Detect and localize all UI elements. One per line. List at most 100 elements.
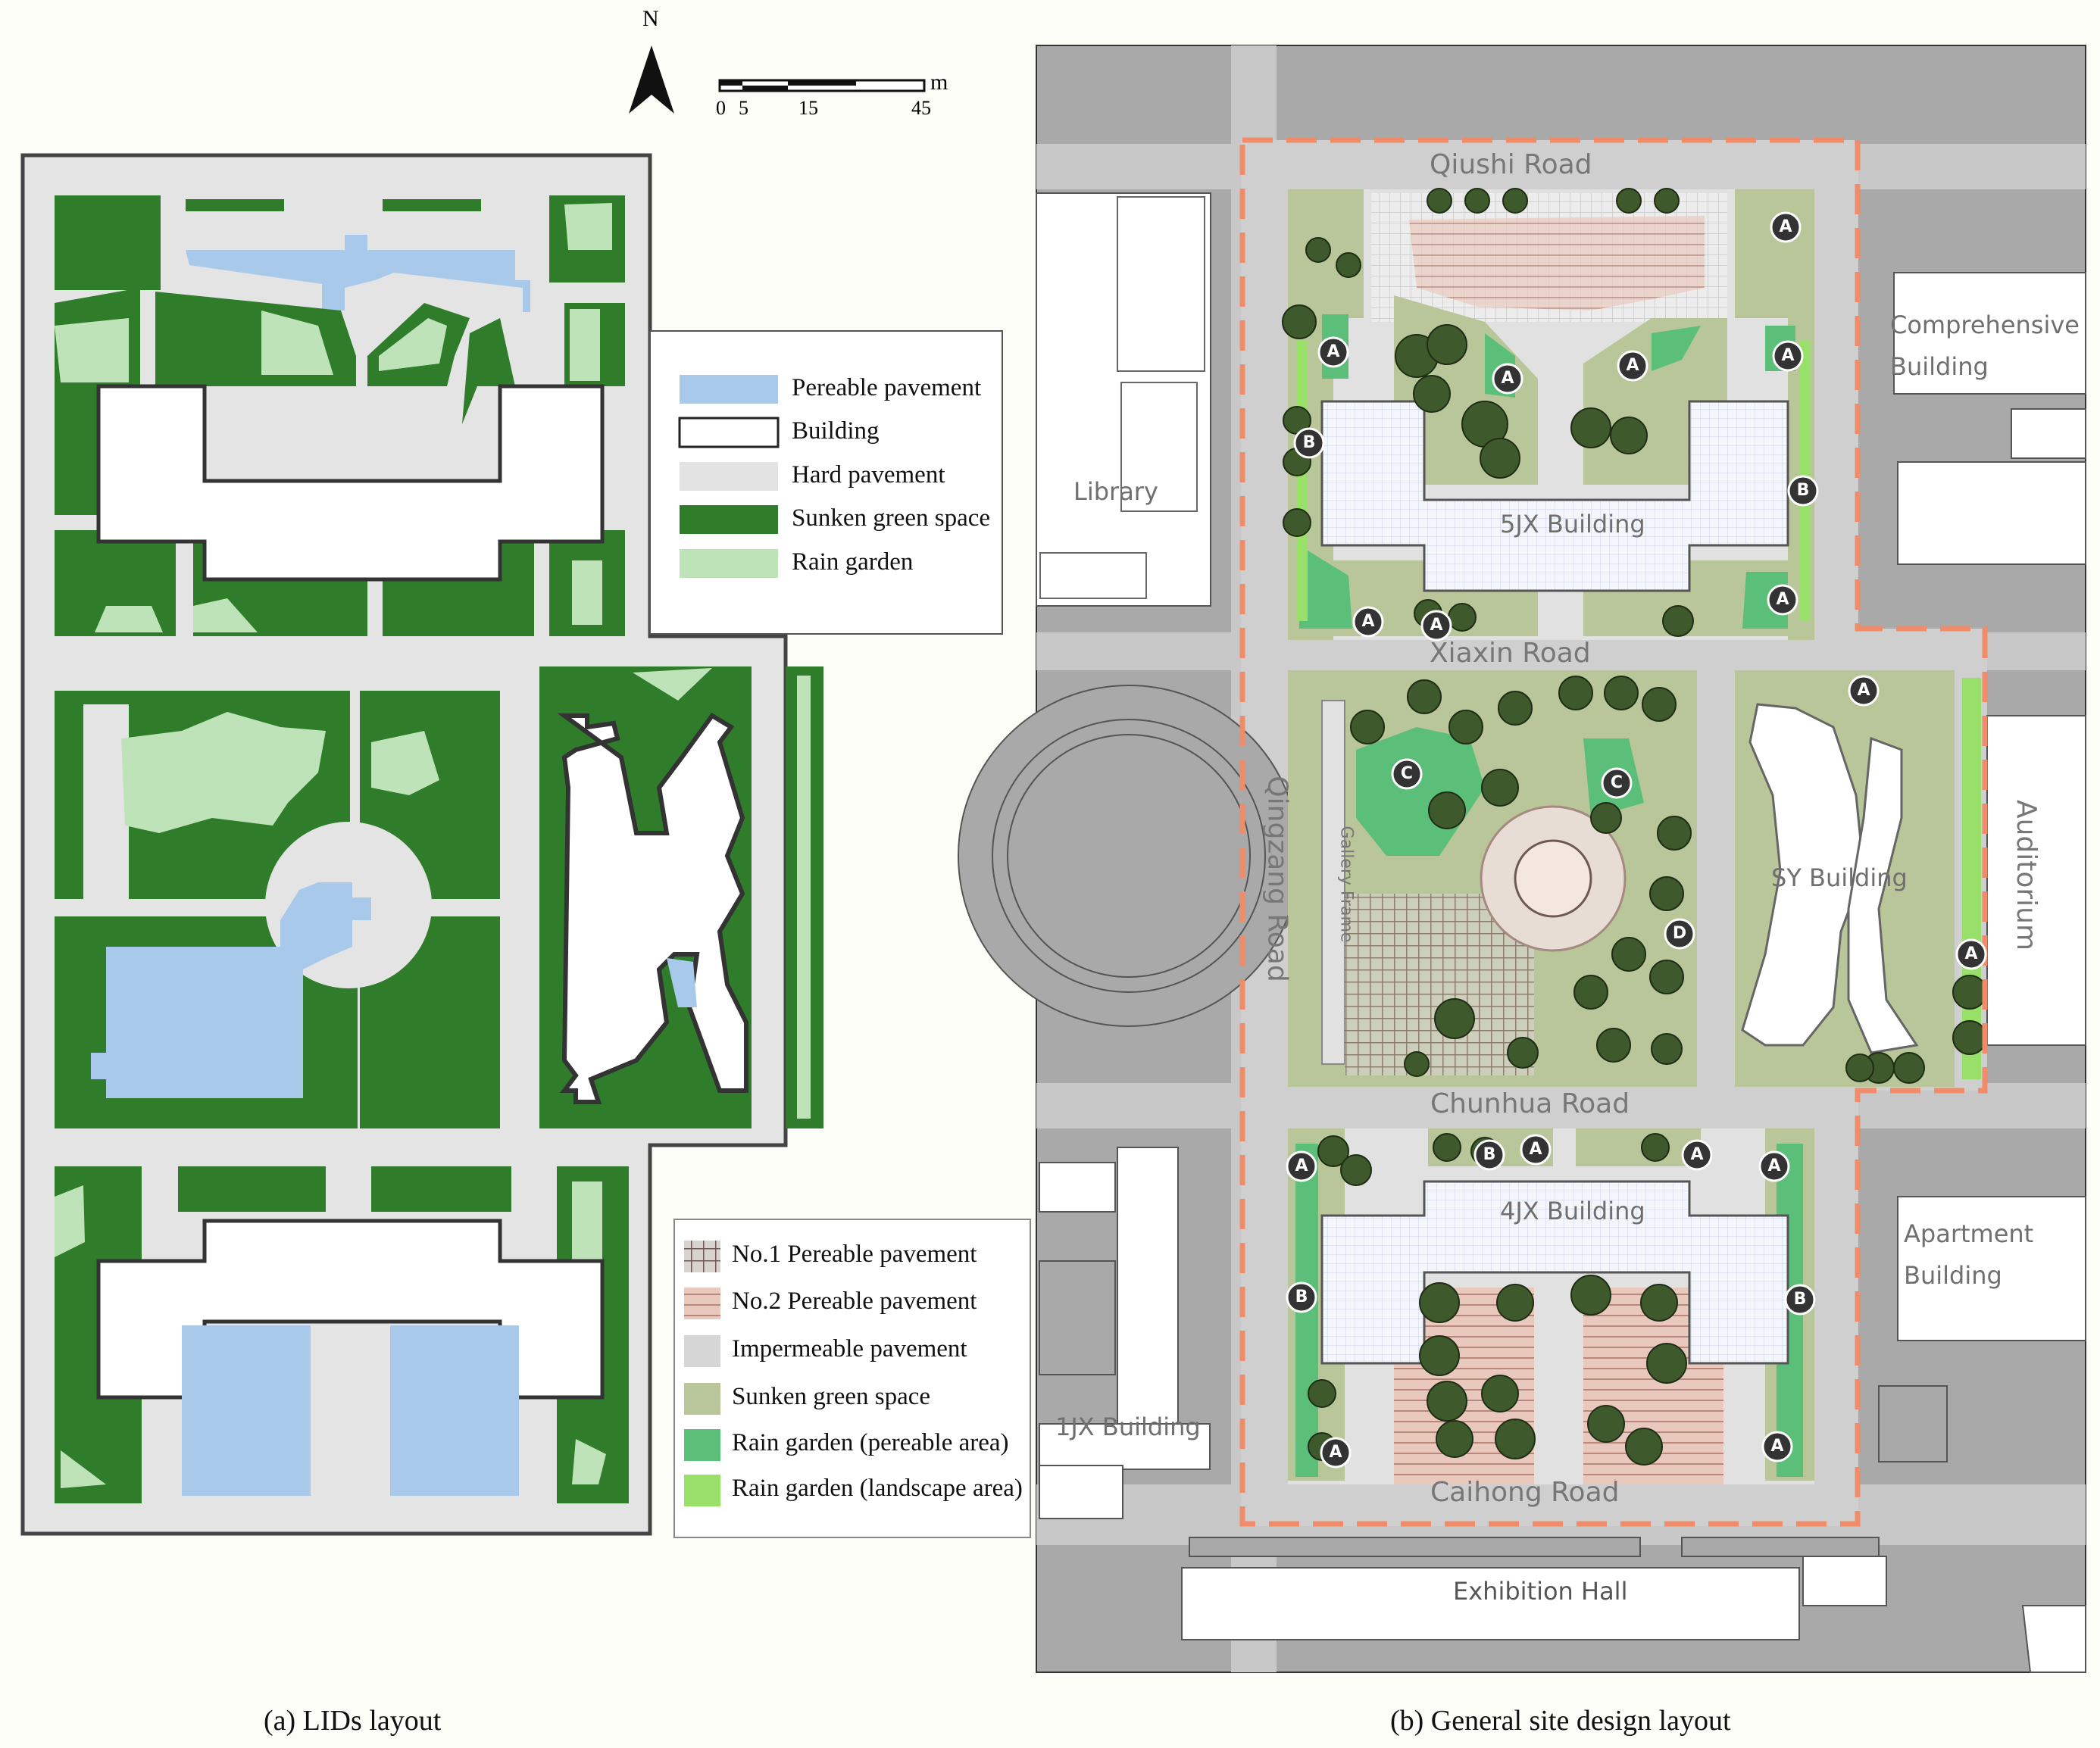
building-4jx-label: 4JX Building [1500, 1197, 1645, 1225]
stadium [958, 685, 1300, 1027]
legend-a-swatch-permeable [680, 375, 778, 404]
green-top-strip-2 [383, 199, 481, 211]
scale-bar [718, 79, 926, 92]
rain-garden-mid-center [371, 731, 439, 795]
marker-a-6-label: A [1361, 612, 1375, 631]
marker-b-2 [1787, 475, 1819, 507]
marker-d-1-label: D [1672, 924, 1687, 943]
marker-a-3-label: A [1501, 369, 1514, 388]
comprehensive-label-1: Comprehensive [1890, 311, 2080, 339]
marker-a-1-label: A [1779, 217, 1792, 236]
marker-b-2-label: B [1796, 481, 1810, 500]
marker-a-8-label: A [1776, 590, 1789, 609]
exhibition-annex [1802, 1556, 1887, 1606]
marker-a-5 [1772, 340, 1804, 372]
green-nw-strip [55, 195, 161, 290]
rain-garden-center-left [261, 311, 333, 375]
marker-a-14-label: A [1767, 1156, 1781, 1175]
marker-b-5-label: B [1793, 1290, 1807, 1309]
scale-unit: m [930, 70, 948, 95]
middle-circle-core [1514, 839, 1592, 918]
exhibition-building [1181, 1567, 1800, 1640]
marker-b-1-label: B [1302, 433, 1316, 452]
north-label: N [642, 6, 659, 31]
legend-a-swatches [678, 375, 780, 578]
marker-b-3-label: B [1483, 1145, 1496, 1164]
building-1jx [1039, 1162, 1116, 1213]
comprehensive-building [1893, 272, 2086, 395]
marker-a-11 [1286, 1150, 1317, 1182]
auditorium-label: Auditorium [2011, 799, 2042, 951]
road-chunhua: Chunhua Road [1430, 1088, 1630, 1119]
building-5jx-label: 5JX Building [1500, 510, 1645, 538]
legend-b-swatches [684, 1241, 720, 1506]
legend-b-box [673, 1219, 1031, 1538]
permeable-sy [667, 958, 697, 1007]
library-annex-1 [1117, 196, 1205, 372]
rain-garden-south-left-bottom [61, 1450, 106, 1488]
south-block [55, 1166, 629, 1503]
exhibition-strip-1 [1189, 1537, 1641, 1557]
legend-b-label-3: Impermeable pavement [732, 1335, 967, 1363]
gallery-frame-strip [1321, 700, 1345, 1065]
rain-garden-south-right-bottom [572, 1439, 606, 1484]
permeable-top [186, 235, 530, 312]
rain-garden-center-right [379, 318, 447, 371]
apartment-annex [1878, 1385, 1948, 1462]
library-annex-3 [1039, 552, 1147, 599]
legend-a-swatch-hard [680, 462, 778, 491]
marker-c-2 [1601, 767, 1633, 799]
marker-c-1-label: C [1400, 764, 1414, 783]
library-label: Library [1073, 477, 1158, 506]
site-design-map [958, 45, 2086, 1673]
marker-a-15-label: A [1329, 1443, 1342, 1462]
gallery-frame-label: Gallery Frame [1336, 826, 1356, 943]
legend-b-swatch-6 [684, 1475, 720, 1506]
marker-a-10-label: A [1964, 944, 1978, 963]
scale-tick-0: 0 [716, 97, 726, 119]
apartment-label-1: Apartment [1904, 1219, 2034, 1248]
marker-a-12-label: A [1529, 1140, 1542, 1159]
site-boundary [1239, 137, 1988, 1527]
building-sy [1741, 703, 1865, 1047]
legend-b-swatch-5 [684, 1429, 720, 1461]
building-1jx-label: 1JX Building [1055, 1412, 1201, 1441]
scale-tick-15: 15 [798, 97, 818, 119]
building-1jx-main [1117, 1147, 1179, 1466]
scale-tick-45: 45 [911, 97, 931, 119]
marker-b-4-label: B [1295, 1288, 1308, 1306]
road-qingzang: Qingzang Road [1261, 776, 1293, 982]
legend-a-swatch-sunken [680, 505, 778, 534]
rain-garden-ne-lower [570, 309, 600, 381]
building-sy-lids [557, 713, 748, 1104]
legend-b-label-6: Rain garden (landscape area) [732, 1475, 1023, 1502]
rain-garden-south-left [55, 1185, 85, 1257]
marker-a-16 [1761, 1431, 1793, 1462]
legend-a-label-sunken: Sunken green space [792, 504, 991, 532]
marker-a-7-label: A [1430, 616, 1443, 635]
comprehensive-annex-2 [1897, 461, 2086, 565]
rain-garden-mid-left [121, 712, 326, 833]
marker-b-3 [1473, 1139, 1505, 1171]
rain-garden-lower-1 [95, 606, 163, 632]
auditorium-building [1986, 715, 2086, 1046]
road-xiaxin: Xiaxin Road [1430, 638, 1591, 669]
green-south-c1 [178, 1166, 326, 1212]
legend-b-swatch-4 [684, 1383, 720, 1415]
marker-b-4 [1286, 1281, 1317, 1313]
legend-b-label-1: No.1 Pereable pavement [732, 1241, 977, 1268]
permeable-south-2 [390, 1325, 519, 1496]
markers-a [1286, 211, 1987, 1469]
building-5jx [1320, 400, 1789, 592]
north-block [55, 195, 625, 636]
building-sy-label: SY Building [1771, 863, 1908, 892]
comprehensive-label-2: Building [1890, 352, 1989, 381]
legend-b-label-5: Rain garden (pereable area) [732, 1429, 1009, 1456]
marker-a-4-label: A [1626, 356, 1639, 375]
rain-garden-left-top [55, 318, 129, 382]
exhibition-annex-2 [2021, 1605, 2086, 1673]
legend-a-label-permeable: Pereable pavement [792, 374, 982, 401]
rain-garden-ne [564, 203, 612, 250]
marker-a-4 [1617, 350, 1648, 382]
lids-layout-map [20, 153, 823, 1536]
